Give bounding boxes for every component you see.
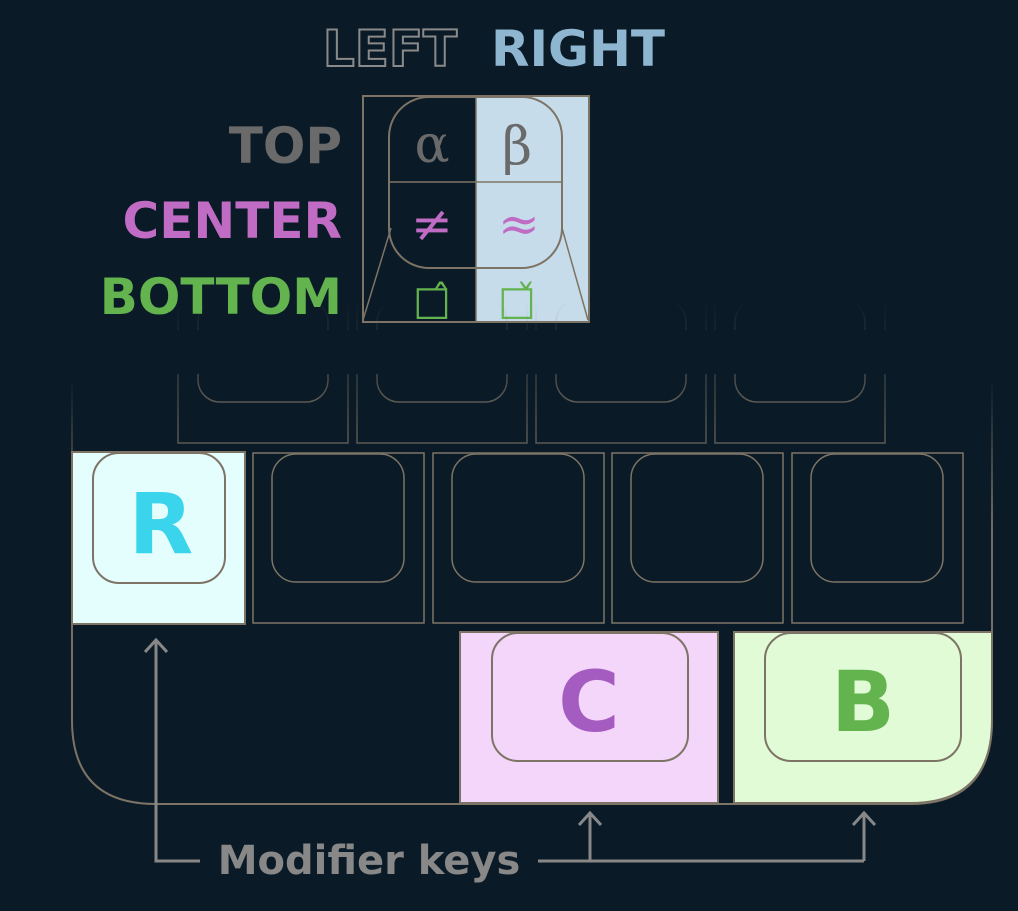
legend-top-left-glyph: α bbox=[414, 115, 449, 175]
b-key-label: B bbox=[831, 653, 895, 751]
modifier-keys-label: Modifier keys bbox=[218, 838, 521, 884]
legend-bottom-right-glyph: □̌ bbox=[498, 278, 536, 324]
home-key-3 bbox=[432, 452, 605, 624]
modifier-callout-arrows bbox=[143, 637, 877, 863]
bottom-row-label: BOTTOM bbox=[100, 268, 342, 326]
left-heading: LEFT bbox=[323, 20, 457, 78]
legend-bottom-left-glyph: □̂ bbox=[413, 278, 451, 324]
legend-center-left-glyph: ≠ bbox=[411, 195, 453, 253]
thumb-key-row: C B bbox=[459, 631, 993, 804]
legend-key: α β ≠ ≈ □̂ □̌ bbox=[362, 95, 590, 324]
r-key bbox=[71, 451, 246, 625]
r-key-label: R bbox=[129, 475, 194, 573]
c-key-label: C bbox=[558, 653, 620, 751]
top-row-label: TOP bbox=[229, 117, 342, 175]
home-key-5 bbox=[791, 452, 964, 624]
home-key-2 bbox=[252, 452, 425, 624]
legend-center-right-glyph: ≈ bbox=[498, 195, 540, 253]
legend-top-right-glyph: β bbox=[502, 117, 532, 177]
c-key bbox=[459, 631, 719, 804]
center-row-label: CENTER bbox=[123, 192, 342, 250]
right-heading: RIGHT bbox=[491, 20, 665, 78]
home-key-row: R bbox=[71, 451, 964, 625]
home-key-4 bbox=[611, 452, 784, 624]
